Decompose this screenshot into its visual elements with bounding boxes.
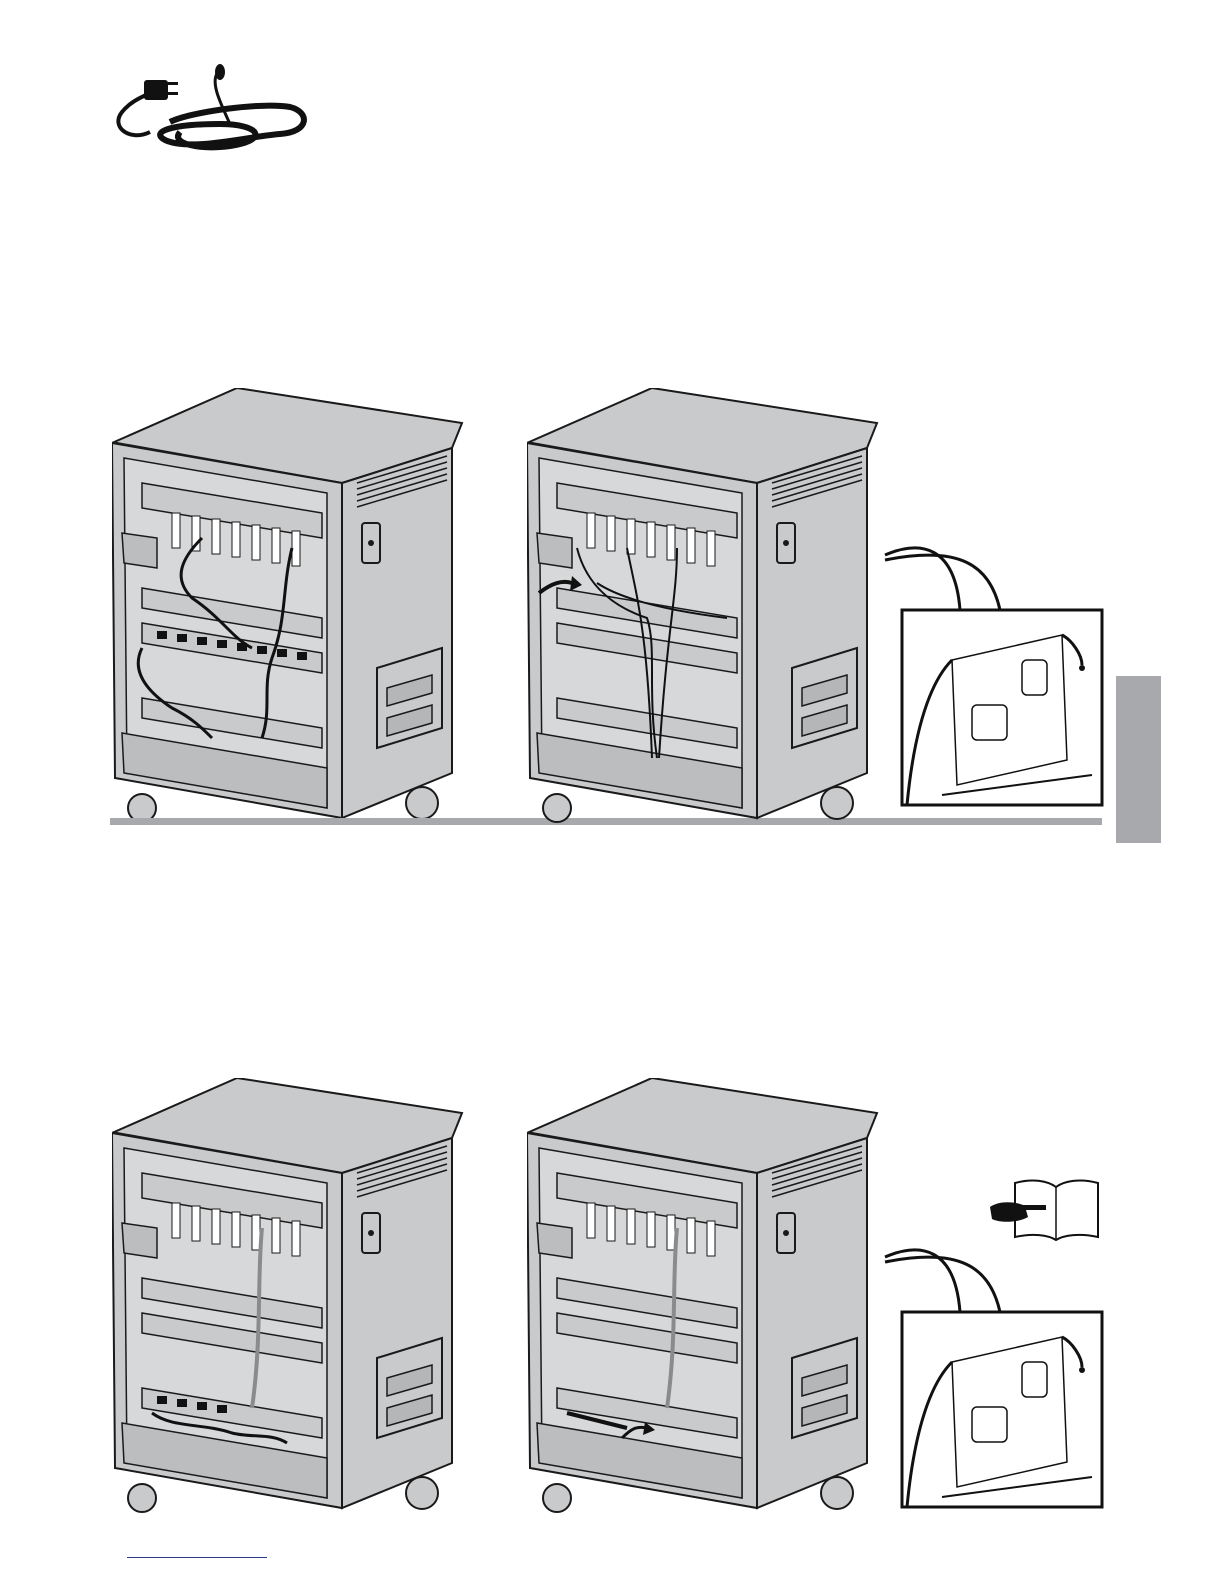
power-cord-icon	[110, 62, 320, 162]
cart-cabling-step-c	[112, 1078, 472, 1518]
cart-cabling-step-b	[527, 388, 887, 828]
cart-cabling-step-d	[527, 1078, 887, 1518]
manual-reference-icon	[988, 1175, 1103, 1245]
section-tab	[1116, 676, 1161, 843]
rear-bracket-detail-b	[880, 540, 1105, 810]
footer-rule	[127, 1557, 267, 1558]
cart-cabling-step-a	[112, 388, 472, 828]
rear-bracket-detail-d	[880, 1242, 1105, 1512]
